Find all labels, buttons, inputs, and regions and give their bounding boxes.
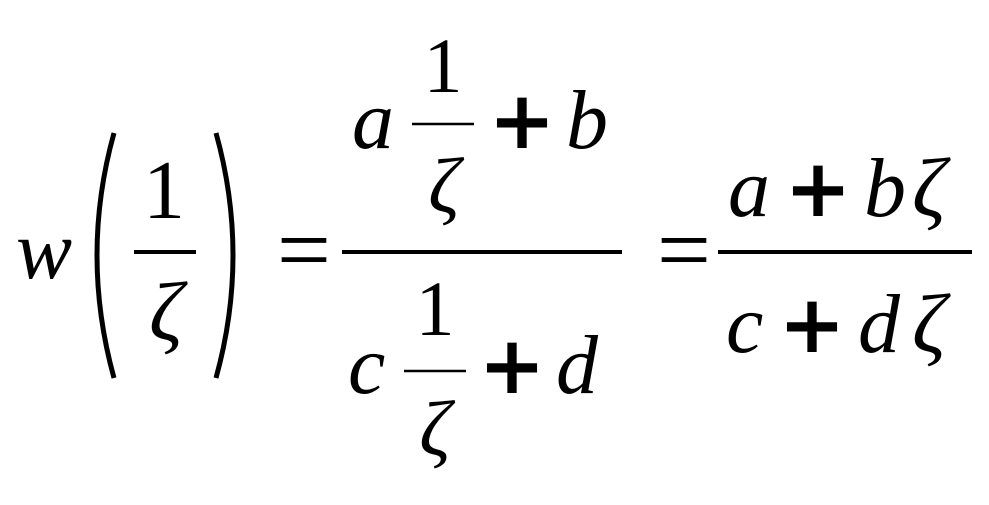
mid-den-coef-c: c: [348, 319, 385, 412]
function-w: w: [16, 204, 72, 297]
right-parenthesis: [213, 132, 236, 379]
left-parenthesis: [94, 132, 117, 379]
equals-sign-1: =: [277, 196, 331, 303]
mid-den-inner-denominator: ζ: [419, 385, 455, 472]
lhs-fraction-denominator: ζ: [149, 266, 188, 359]
rhs-num-zeta: ζ: [912, 142, 951, 235]
rhs-den-c: c: [726, 278, 763, 371]
rhs-num-b: b: [864, 142, 906, 235]
mid-num-coef-a: a: [352, 74, 394, 167]
mid-den-term-d: d: [556, 319, 599, 412]
mid-num-plus: +: [488, 74, 555, 167]
rhs-den-d: d: [858, 278, 901, 371]
rhs-den-zeta: ζ: [912, 278, 951, 371]
rhs-num-a: a: [728, 142, 770, 235]
mid-num-term-b: b: [566, 74, 608, 167]
rhs-den-plus: +: [778, 278, 845, 371]
lhs-fraction-numerator: 1: [143, 144, 185, 237]
mid-den-inner-numerator: 1: [416, 265, 455, 352]
mid-den-plus: +: [478, 319, 545, 412]
mid-num-inner-numerator: 1: [424, 22, 463, 109]
equals-sign-2: =: [657, 196, 711, 303]
mid-num-inner-denominator: ζ: [428, 142, 464, 229]
rhs-num-plus: +: [784, 142, 851, 235]
